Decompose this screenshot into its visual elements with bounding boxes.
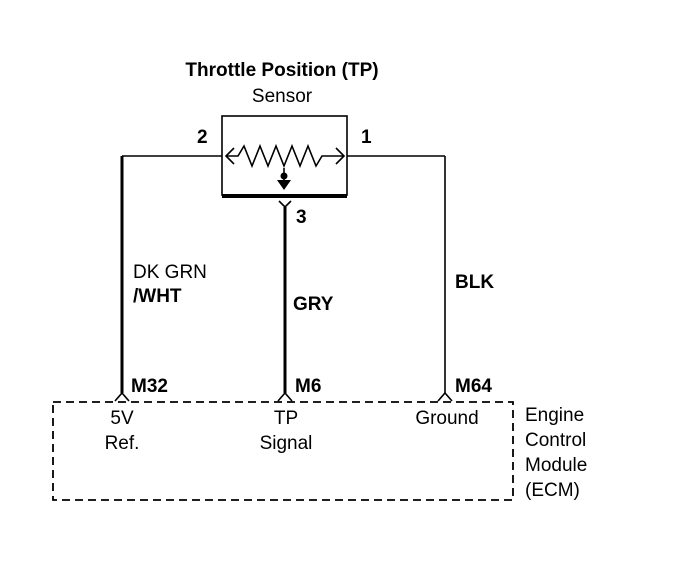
wire-left-color-line2: /WHT [133,286,182,307]
m6-connector-icon [277,391,293,402]
wire-left [120,155,222,393]
wire-left-color-line1: DK GRN [133,262,207,283]
wire-middle [278,200,292,393]
pin2-label: 2 [197,127,208,148]
pin1-label: 1 [361,127,372,148]
terminal-tp-line2: Signal [260,433,313,454]
sensor-title-line2: Sensor [252,86,313,107]
wire-middle-color: GRY [293,294,334,315]
wiper-arrow-icon [277,180,291,190]
connector-m32-label: M32 [131,376,168,397]
m32-connector-icon [114,391,130,402]
ecm-name-line2: Control [525,430,586,451]
terminal-5v-line2: Ref. [105,433,140,454]
pin3-label: 3 [296,207,307,228]
terminal-ground: Ground [415,408,478,429]
connector-m6-label: M6 [295,376,321,397]
m64-connector-icon [437,391,453,402]
wiper-dot [280,172,288,180]
ecm-name-line4: (ECM) [525,480,580,501]
sensor-title-line1: Throttle Position (TP) [185,60,378,81]
ecm-name-line3: Module [525,455,587,476]
terminal-5v-line1: 5V [110,408,134,429]
ecm-name-line1: Engine [525,405,584,426]
connector-m64-label: M64 [455,376,492,397]
pin3-connector-icon [278,200,292,209]
resistor-icon [226,143,344,169]
terminal-tp-line1: TP [274,408,298,429]
wire-right-color: BLK [455,272,494,293]
wire-right [347,155,446,393]
ecm-box [52,401,514,501]
tp-sensor [221,115,348,198]
